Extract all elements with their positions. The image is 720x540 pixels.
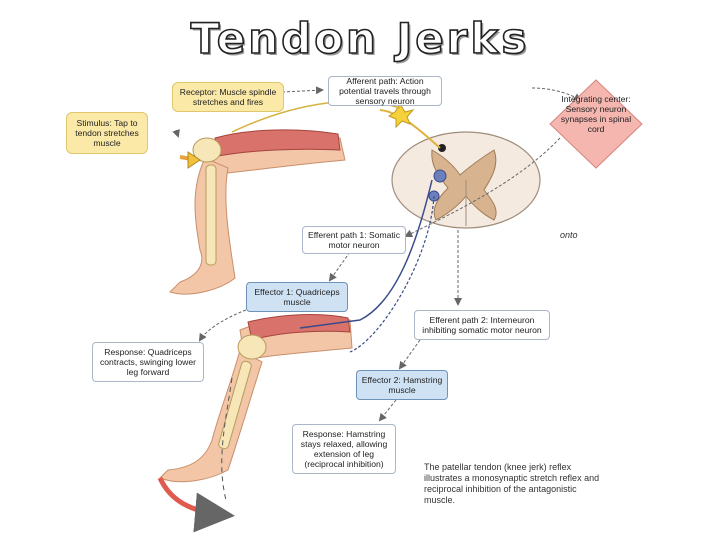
efferent-path-2-label: Efferent path 2: Interneuron inhibiting … <box>414 310 550 340</box>
integrating-center-label: Integrating center: Sensory neuron synap… <box>560 94 632 134</box>
efferent-path-1-label: Efferent path 1: Somatic motor neuron <box>302 226 406 254</box>
response-2-label: Response: Hamstring stays relaxed, allow… <box>292 424 396 474</box>
upper-leg-illustration <box>169 129 346 295</box>
response-1-label: Response: Quadriceps contracts, swinging… <box>92 342 204 382</box>
integrating-center-diamond <box>549 79 643 169</box>
clipped-text: onto <box>560 230 578 240</box>
receptor-label: Receptor: Muscle spindle stretches and f… <box>172 82 284 112</box>
lower-leg-illustration <box>157 314 353 533</box>
figure-caption: The patellar tendon (knee jerk) reflex i… <box>424 462 600 505</box>
afferent-path-label: Afferent path: Action potential travels … <box>328 76 442 106</box>
effector-1-label: Effector 1: Quadriceps muscle <box>246 282 348 312</box>
effector-2-label: Effector 2: Hamstring muscle <box>356 370 448 400</box>
spinal-cord-illustration <box>379 103 541 229</box>
page-title: Tendon Jerks <box>190 13 530 64</box>
stimulus-label: Stimulus: Tap to tendon stretches muscle <box>66 112 148 154</box>
